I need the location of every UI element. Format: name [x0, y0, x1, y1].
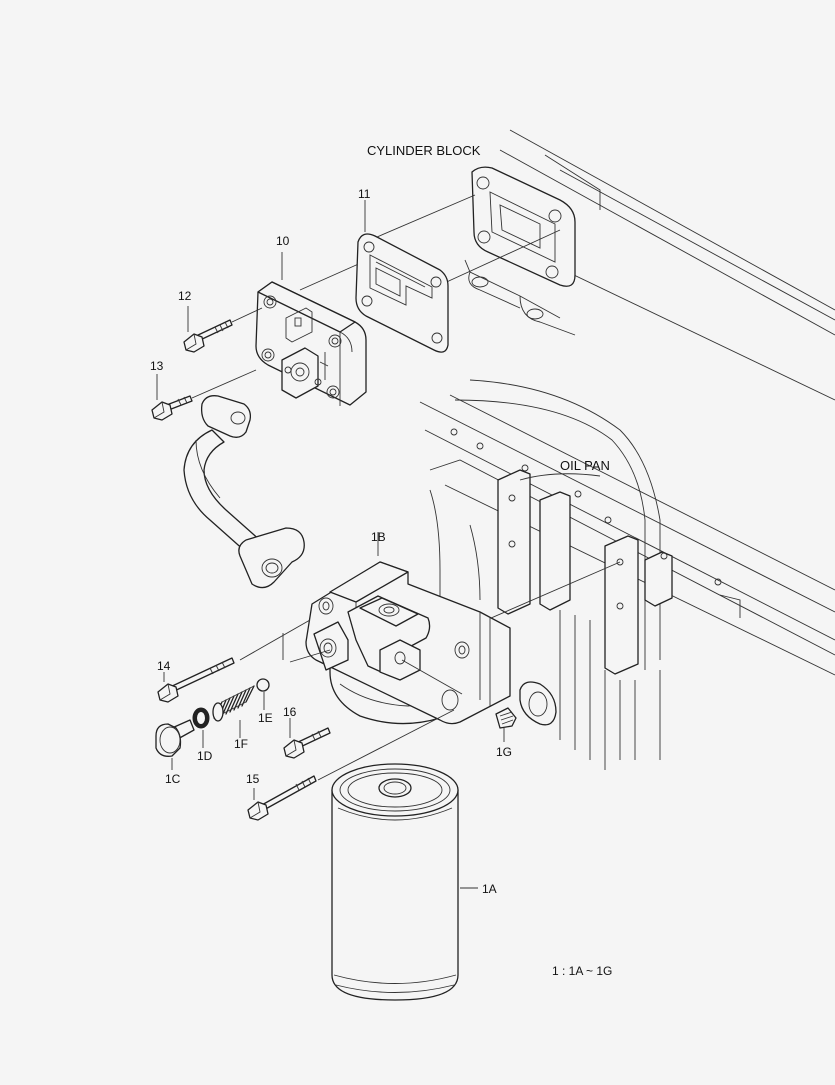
bolt-14	[157, 657, 235, 703]
label-10: 10	[276, 234, 290, 248]
part-labels: CYLINDER BLOCK OIL PAN 10 11 12 13 1B 14…	[150, 143, 612, 978]
assembly-note: 1 : 1A ~ 1G	[552, 964, 612, 978]
o-ring-plate	[519, 681, 557, 726]
bolt-15	[247, 775, 317, 821]
oil-pan	[419, 379, 835, 770]
filter-cartridge-1a	[331, 763, 459, 1001]
bolt-12	[183, 319, 233, 353]
bolt-16	[283, 727, 331, 759]
label-cylinder-block: CYLINDER BLOCK	[367, 143, 481, 158]
label-12: 12	[178, 289, 192, 303]
label-1f: 1F	[234, 737, 248, 751]
label-16: 16	[283, 705, 297, 719]
label-13: 13	[150, 359, 164, 373]
label-1e: 1E	[258, 711, 273, 725]
label-11: 11	[358, 187, 371, 201]
label-14: 14	[157, 659, 171, 673]
check-ball-1e	[256, 678, 270, 692]
label-1d: 1D	[197, 749, 213, 763]
oil-pipe	[183, 395, 305, 589]
label-1c: 1C	[165, 772, 181, 786]
plug-1c	[155, 719, 195, 757]
label-1b: 1B	[371, 530, 386, 544]
label-15: 15	[246, 772, 260, 786]
label-1a: 1A	[482, 882, 497, 896]
gasket-11	[355, 233, 449, 353]
bolt-13	[151, 395, 193, 421]
label-oil-pan: OIL PAN	[560, 458, 610, 473]
label-1g: 1G	[496, 745, 512, 759]
washer-1d	[192, 707, 210, 729]
filter-head-1b	[305, 561, 511, 725]
plug-1g	[495, 707, 517, 729]
adapter-10	[255, 281, 367, 406]
cylinder-block	[464, 129, 835, 401]
spring-1f	[212, 685, 255, 722]
